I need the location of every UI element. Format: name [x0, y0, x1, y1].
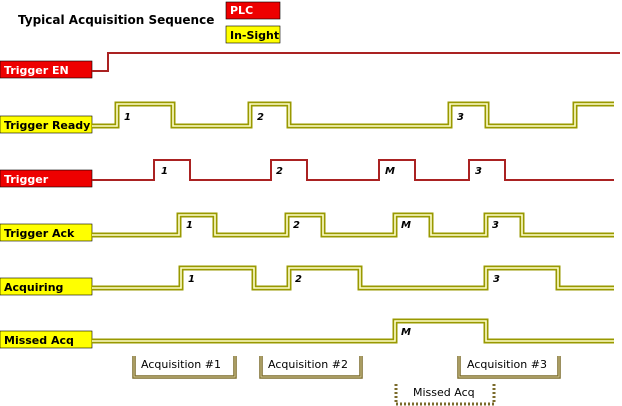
diagram-title: Typical Acquisition Sequence: [18, 13, 214, 27]
signal-label-trigger: Trigger: [4, 173, 49, 186]
signal-labels: Trigger EN Trigger Ready Trigger Trigger…: [0, 60, 93, 349]
pulse-label: 1: [188, 274, 195, 285]
signal-label-missed-acq: Missed Acq: [4, 334, 74, 347]
pulse-label: 3: [457, 112, 464, 123]
pulse-label: 2: [295, 274, 302, 285]
signal-label-trigger-ready: Trigger Ready: [4, 119, 90, 132]
bracket-acquisition-2: Acquisition #2: [259, 356, 363, 379]
signal-label-acquiring: Acquiring: [4, 281, 63, 294]
waveform-trigger-en: [92, 52, 620, 72]
waveforms: [92, 52, 620, 344]
signal-label-box-trigger: [0, 169, 93, 188]
pulse-label: M: [385, 166, 395, 177]
pulse-label: 2: [293, 220, 300, 231]
pulse-label: M: [401, 327, 411, 338]
pulse-label: 3: [492, 220, 499, 231]
legend-plc-swatch: [225, 1, 281, 20]
waveform-trigger: [92, 159, 614, 181]
waveform-trigger-ready: [92, 101, 614, 129]
pulse-label: 3: [475, 166, 482, 177]
pulse-label: 2: [276, 166, 283, 177]
bracket-label: Acquisition #1: [141, 358, 221, 371]
waveform-missed-acq: [92, 318, 614, 344]
waveform-trigger-ack: [92, 212, 614, 238]
bracket-missed-acq: Missed Acq: [394, 384, 496, 406]
pulse-label: 2: [257, 112, 264, 123]
legend: PLC In-Sight: [225, 1, 281, 44]
waveform-acquiring: [92, 265, 614, 291]
legend-insight-swatch: [225, 25, 281, 44]
signal-label-trigger-ack: Trigger Ack: [4, 227, 75, 240]
pulse-labels: 1 2 3 1 2 M 3 1 2 M 3 1 2 3 M: [124, 112, 500, 338]
signal-label-box-trigger-en: [0, 60, 93, 79]
legend-plc-label: PLC: [230, 4, 253, 17]
pulse-label: 1: [124, 112, 131, 123]
bracket-acquisition-1: Acquisition #1: [132, 356, 237, 379]
acquisition-brackets: Acquisition #1 Acquisition #2 Acquisitio…: [132, 356, 561, 406]
bracket-label: Acquisition #2: [268, 358, 348, 371]
bracket-acquisition-3: Acquisition #3: [457, 356, 561, 379]
pulse-label: M: [401, 220, 411, 231]
legend-insight-label: In-Sight: [230, 29, 279, 42]
pulse-label: 1: [161, 166, 168, 177]
pulse-label: 3: [493, 274, 500, 285]
bracket-label: Acquisition #3: [467, 358, 547, 371]
pulse-label: 1: [186, 220, 193, 231]
bracket-label: Missed Acq: [413, 386, 475, 399]
signal-label-trigger-en: Trigger EN: [4, 64, 69, 77]
